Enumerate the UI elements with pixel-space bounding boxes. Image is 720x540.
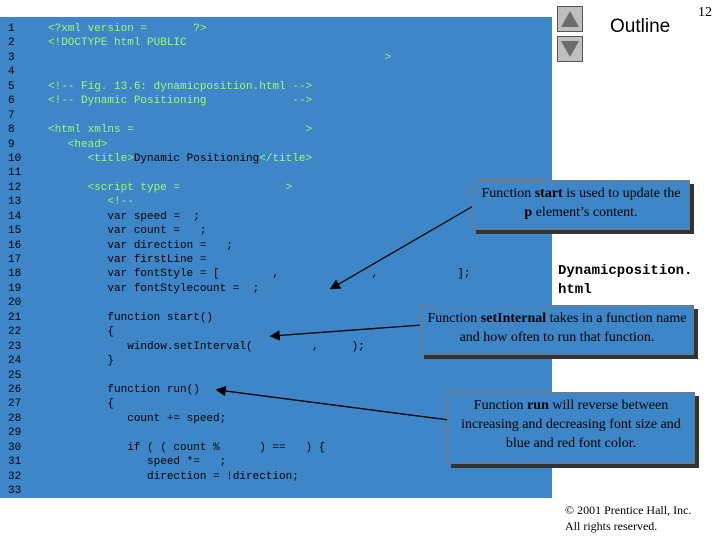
code-line: <!-- Fig. 13.6: dynamicposition.html --> [48,80,313,93]
line-number: 18 [8,268,22,281]
line-number: 29 [8,427,22,440]
line-number: 16 [8,239,22,252]
code-line: function start() [48,311,214,324]
code-line: <?xml version = ?> [48,23,207,35]
code-line: <html xmlns = > [48,124,313,137]
line-number: 2 [8,37,15,50]
callout-start: Function start is used to update the p e… [472,180,690,230]
callout-text: Function [473,398,528,413]
callout-setinterval: Function setInternal takes in a function… [420,305,694,355]
code-line: <script type = > [48,181,293,194]
code-line: <head> [48,138,108,151]
callout-text: element’s content. [532,205,638,220]
line-number: 4 [8,66,15,79]
line-number: 9 [8,138,15,151]
copyright-line-1: © 2001 Prentice Hall, Inc. [565,503,692,517]
code-segment: </title> [259,152,313,165]
line-number: 14 [8,210,22,223]
code-line: var speed = ; [48,210,200,223]
code-line: <!DOCTYPE html PUBLIC [48,37,187,50]
code-segment: <title> [48,152,134,165]
line-number: 31 [8,456,22,469]
arrow-up-icon [561,11,579,27]
line-number: 3 [8,51,15,64]
line-number: 19 [8,282,22,295]
file-name-line-2: html [558,282,592,298]
code-line: if ( ( count % ) == ) { [48,441,326,454]
code-line: var direction = ; [48,239,233,252]
line-number: 27 [8,398,22,411]
code-line: <title>Dynamic Positioning</title> [48,152,470,166]
code-line: <!-- [48,196,134,209]
code-line: <!-- Dynamic Positioning --> [48,95,313,108]
callout-text: Function [481,186,535,201]
line-number: 11 [8,167,22,180]
line-number: 20 [8,297,22,310]
code-segment: Dynamic Positioning [133,152,260,165]
line-number: 10 [8,152,22,165]
line-number: 25 [8,369,22,382]
line-number: 13 [8,196,22,209]
page-number: 12 [698,5,712,20]
line-number: 33 [8,485,22,497]
code-line: function run() [48,383,200,396]
code-line: direction = !direction; [48,470,299,483]
code-line: var count = ; [48,225,207,238]
file-name-line-1: Dynamicposition. [558,263,693,279]
line-number: 8 [8,124,15,137]
line-number: 12 [8,181,22,194]
callout-text: will reverse between increasing and decr… [461,398,681,451]
line-number: 6 [8,95,15,108]
callout-text: run [527,398,549,413]
code-line: window.setInterval( , ); [48,340,365,353]
line-number: 26 [8,383,22,396]
line-number: 1 [8,23,15,35]
arrow-setinterval [269,324,423,341]
code-line: speed *= ; [48,456,227,469]
callout-text: is used to update the [562,186,681,201]
code-line: count += speed; [48,412,227,425]
code-line: } [48,355,115,368]
code-listing: <?xml version = ?><!DOCTYPE html PUBLIC … [48,22,470,498]
code-line: var fontStyle = [ , , ]; [48,268,471,281]
copyright-line-2: All rights reserved. [565,519,658,533]
arrow-down-icon [561,41,579,57]
callout-text: p [524,205,533,220]
arrow-run [215,385,450,421]
arrow-start [329,204,476,290]
file-name-label: Dynamicposition. html [558,262,692,300]
line-number: 24 [8,355,22,368]
code-line: var firstLine = [48,254,207,266]
code-line: > [48,51,392,64]
callout-text: Function [427,311,481,326]
line-number: 15 [8,225,22,238]
line-number: 7 [8,109,15,122]
code-line: { [48,326,115,339]
code-line: var fontStylecount = ; [48,282,260,295]
callout-text: setInternal [480,311,547,326]
copyright: © 2001 Prentice Hall, Inc. All rights re… [565,502,691,534]
next-slide-button[interactable] [557,36,583,62]
line-number: 21 [8,311,22,324]
line-number: 32 [8,470,22,483]
line-number: 17 [8,254,22,266]
outline-title: Outline [610,16,671,37]
callout-text: takes in a function name and how often t… [459,311,687,345]
line-number: 23 [8,340,22,353]
line-number: 22 [8,326,22,339]
previous-slide-button[interactable] [557,6,583,32]
line-number: 30 [8,441,22,454]
line-number: 5 [8,80,15,93]
line-number: 28 [8,412,22,425]
code-line: { [48,398,115,411]
callout-text: start [534,186,563,201]
callout-run: Function run will reverse between increa… [447,392,695,464]
